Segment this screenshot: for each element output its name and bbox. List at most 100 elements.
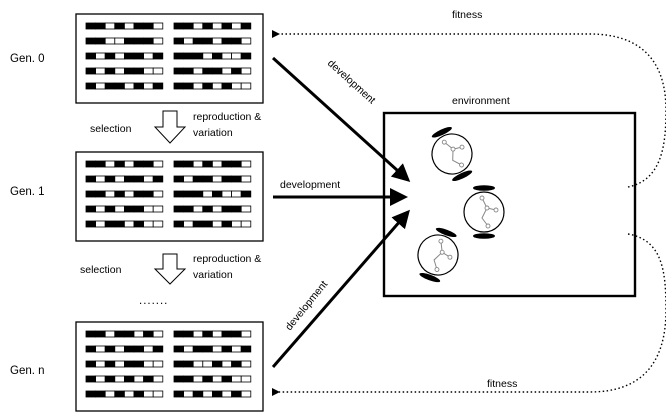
gene-cell-on [85,22,97,30]
gene-cell-off [143,205,154,213]
gene-cell-off [231,52,242,60]
gene-cell-on [240,52,252,60]
gene-cell-off [124,220,135,228]
gene-cell-off [95,220,106,228]
gene-cell-on [124,330,135,338]
gene-cell-on [221,330,233,338]
gene-cell-on [143,22,154,30]
gene-cell-on [133,345,145,353]
gene-cell-on [104,345,116,353]
genome-row [85,220,164,228]
gene-cell-off [192,82,204,90]
gene-cell-on [173,160,185,168]
gene-cell-on [240,22,252,30]
gene-cell-on [173,52,185,60]
gene-cell-off [152,190,164,198]
genome-row [173,390,252,398]
gene-cell-off [183,390,194,398]
gene-cell-off [221,52,233,60]
environment-label: environment [452,95,510,107]
genome-row [173,330,252,338]
gene-cell-on [221,37,233,45]
gene-cell-off [152,390,164,398]
gene-cell-off [152,360,164,368]
gene-cell-on [192,190,204,198]
gene-cell-on [173,375,185,383]
gene-cell-on [231,37,242,45]
gene-cell-off [124,190,135,198]
gene-cell-off [152,220,164,228]
gene-cell-off [240,220,252,228]
gene-cell-on [173,175,185,183]
gene-cell-off [192,375,204,383]
gene-cell-on [183,160,194,168]
genome-row [85,52,164,60]
gene-cell-on [85,67,97,75]
genome-row [85,345,164,353]
gene-cell-on [104,205,116,213]
gene-cell-on [231,390,242,398]
genome-grid-gen-1 [85,160,252,228]
gene-cell-off [114,175,125,183]
gene-cell-on [183,205,194,213]
gene-cell-on [173,190,185,198]
gene-cell-on [85,52,97,60]
gene-cell-off [240,160,252,168]
gene-cell-off [124,390,135,398]
population-box-gen-n [75,321,264,412]
gene-cell-off [114,360,125,368]
gene-cell-on [152,175,164,183]
gene-cell-off [231,220,242,228]
genome-grid-gen-0 [85,22,252,90]
gene-cell-on [124,52,135,60]
gene-cell-on [192,390,204,398]
gene-cell-off [133,330,145,338]
gene-cell-off [114,375,125,383]
gene-cell-off [143,220,154,228]
gene-cell-off [143,390,154,398]
gene-cell-on [133,52,145,60]
gene-cell-off [211,82,223,90]
gene-cell-on [211,52,223,60]
gene-cell-off [202,52,213,60]
gene-cell-off [240,82,252,90]
gene-cell-on [183,52,194,60]
genome-row [85,160,164,168]
genome-row [173,220,252,228]
gene-cell-on [173,220,185,228]
gene-cell-on [104,360,116,368]
gene-cell-off [211,220,223,228]
gene-cell-on [133,220,145,228]
gene-cell-off [231,22,242,30]
gene-cell-off [143,345,154,353]
gene-cell-off [95,360,106,368]
gene-cell-off [211,205,223,213]
gen-1-label: Gen. 1 [10,186,45,198]
genome-row [85,390,164,398]
gene-cell-on [202,22,213,30]
gene-cell-off [95,82,106,90]
gene-cell-on [173,82,185,90]
gene-cell-off [221,67,233,75]
gene-cell-off [183,345,194,353]
gene-cell-on [114,82,125,90]
gene-cell-on [152,82,164,90]
ellipsis: ....... [139,295,168,307]
gene-cell-on [173,330,185,338]
variation-label-1: variation [193,127,233,139]
gene-cell-on [221,82,233,90]
development-arrow-gen-n [271,209,410,368]
genome-row [85,360,164,368]
gene-cell-on [143,190,154,198]
genome-row [173,190,252,198]
gene-cell-on [114,390,125,398]
gene-cell-on [202,82,213,90]
gene-cell-off [211,160,223,168]
gene-cell-off [211,345,223,353]
gene-cell-on [173,37,185,45]
gene-cell-off [240,37,252,45]
gene-cell-on [85,37,97,45]
gene-cell-on [133,175,145,183]
gene-cell-on [231,360,242,368]
